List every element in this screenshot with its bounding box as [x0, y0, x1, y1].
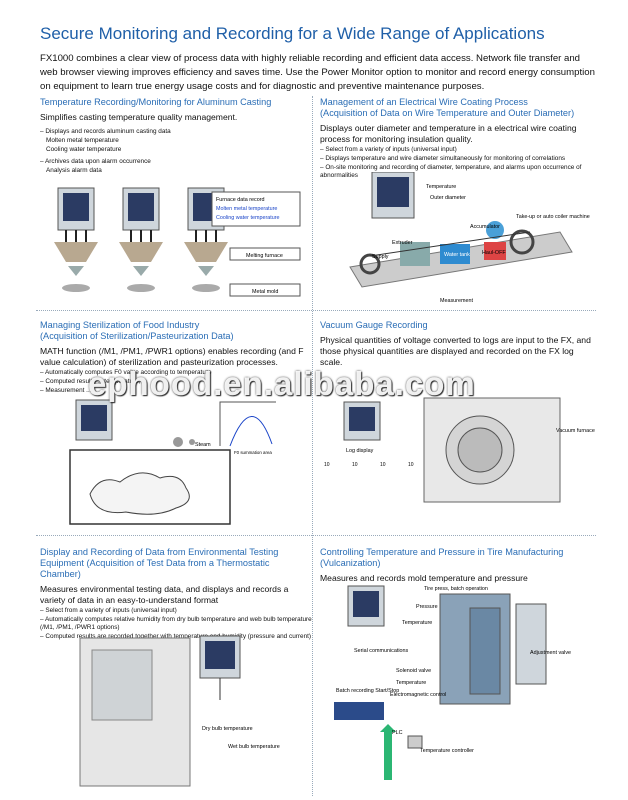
label: Temperature — [402, 620, 432, 626]
label: Log display — [346, 448, 374, 454]
furnace-icon — [54, 242, 228, 262]
intro-paragraph: FX1000 combines a clear view of process … — [40, 53, 595, 92]
panel-title: Vacuum Gauge Recording — [320, 320, 428, 330]
label: Wet bulb temperature — [228, 744, 280, 750]
panel-subtitle: (Acquisition of Sterilization/Pasteuriza… — [40, 331, 234, 341]
panel-wire-coating: Management of an Electrical Wire Coating… — [320, 97, 594, 180]
panel-subtitle: (Acquisition of Data on Wire Temperature… — [320, 108, 575, 118]
label: Supply — [372, 254, 389, 260]
label: PLC — [392, 730, 403, 736]
recorder-icon — [75, 399, 113, 441]
panel-aluminum-casting: Temperature Recording/Monitoring for Alu… — [40, 97, 312, 175]
panel-title: Controlling Temperature and Pressure in … — [320, 547, 564, 557]
bullet: – Automatically computes F0 value accord… — [40, 369, 212, 376]
label: Temperature controller — [420, 748, 474, 754]
bullet: – Measurement ... — [40, 387, 92, 394]
label: Cooling water temperature — [216, 215, 280, 221]
label: Molten metal temperature — [216, 206, 277, 212]
label: Extruder — [392, 240, 413, 246]
panel-title: Temperature Recording/Monitoring for Alu… — [40, 97, 272, 107]
label: Temperature — [426, 184, 456, 190]
recorder-icon — [347, 585, 385, 627]
bullet: – Select from a variety of inputs (unive… — [320, 146, 457, 153]
bullet-sub: Molten metal temperature — [46, 137, 119, 144]
recorder-icon — [57, 187, 225, 231]
label: Adjustment valve — [530, 650, 571, 656]
label: Pressure — [416, 604, 438, 610]
bullet: – Computed results ... temperature, ... — [40, 378, 148, 385]
panel-subtitle: (Vulcanization) — [320, 558, 381, 568]
panel-title: Management of an Electrical Wire Coating… — [320, 97, 528, 107]
bullet: – Archives data upon alarm occurrence — [40, 158, 151, 165]
panel-sterilization: Managing Sterilization of Food Industry … — [40, 320, 312, 395]
panel-subtitle: Equipment (Acquisition of Test Data from… — [40, 558, 270, 579]
svg-text:10: 10 — [352, 462, 358, 468]
mold-icon — [62, 284, 220, 292]
label: Steam — [195, 442, 211, 448]
panel-description: Simplifies casting temperature quality m… — [40, 112, 238, 122]
recorder-icon — [199, 635, 241, 679]
panel-title: Managing Sterilization of Food Industry — [40, 320, 200, 330]
label: Outer diameter — [430, 195, 466, 201]
bullet-sub: Analysis alarm data — [46, 167, 102, 174]
label: Vacuum furnace — [556, 428, 595, 434]
arrow-up-icon — [380, 724, 396, 780]
label: Solenoid valve — [396, 668, 431, 674]
panel-tire-manufacturing: Controlling Temperature and Pressure in … — [320, 547, 594, 584]
svg-text:10: 10 — [408, 462, 414, 468]
divider — [312, 96, 313, 796]
label: Dry bulb temperature — [202, 726, 253, 732]
panel-description: Physical quantities of voltage converted… — [320, 335, 591, 367]
divider — [36, 535, 596, 536]
label: Furnace data record — [216, 197, 265, 203]
sterilization-diagram: Steam F0 summation area — [69, 399, 276, 525]
label: Melting furnace — [246, 253, 283, 259]
label: Tire press, batch operation — [424, 586, 488, 592]
recorder-icon — [371, 172, 415, 219]
label: Serial communications — [354, 648, 409, 654]
wire-coating-diagram: Temperature Outer diameter Accumulator T… — [349, 172, 590, 304]
label: Measurement — [440, 298, 473, 304]
panel-vacuum-gauge: Vacuum Gauge Recording Physical quantiti… — [320, 320, 594, 368]
watermark: ephood.en.alibaba.com — [88, 365, 476, 402]
panel-environmental-testing: Display and Recording of Data from Envir… — [40, 547, 312, 641]
tire-manufacturing-diagram: Tire press, batch operation Pressure Tem… — [334, 585, 571, 780]
bullet: – On-site monitoring and recording of di… — [320, 164, 582, 179]
bullet: – Automatically computes relative humidi… — [40, 616, 312, 631]
svg-text:10: 10 — [380, 462, 386, 468]
environmental-testing-diagram: Dry bulb temperature Wet bulb temperatur… — [79, 635, 280, 787]
arrow-down-icon — [68, 266, 214, 276]
recorder-icon — [343, 401, 381, 441]
label: Haul-OFF — [482, 250, 506, 256]
panel-description: Measures environmental testing data, and… — [40, 584, 289, 605]
label: Water tank — [444, 252, 470, 258]
bullet-sub: Cooling water temperature — [46, 146, 122, 153]
panel-title: Display and Recording of Data from Envir… — [40, 547, 279, 557]
bullet: – Displays temperature and wire diameter… — [320, 155, 566, 162]
label: F0 summation area — [234, 450, 272, 455]
panel-description: MATH function (/M1, /PM1, /PWR1 options)… — [40, 346, 304, 367]
divider — [36, 310, 596, 311]
svg-text:10: 10 — [324, 462, 330, 468]
panel-description: Measures and records mold temperature an… — [320, 573, 528, 583]
valve-icon — [173, 437, 195, 447]
page-title: Secure Monitoring and Recording for a Wi… — [40, 24, 545, 43]
bullet: – Displays and records aluminum casting … — [40, 128, 171, 135]
label: Temperature — [396, 680, 426, 686]
aluminum-casting-diagram: Furnace data record Molten metal tempera… — [54, 187, 301, 297]
label: Accumulator — [470, 224, 500, 230]
label: Take-up or auto coiler machine — [516, 214, 590, 220]
bullet: – Select from a variety of inputs (unive… — [40, 607, 177, 614]
label: Electromagnetic control — [390, 692, 446, 698]
label: Metal mold — [252, 289, 278, 295]
label: Batch recording Start/Stop — [336, 688, 399, 694]
bullet: – Computed results are recorded together… — [40, 633, 312, 640]
panel-description: Displays outer diameter and temperature … — [320, 123, 577, 144]
